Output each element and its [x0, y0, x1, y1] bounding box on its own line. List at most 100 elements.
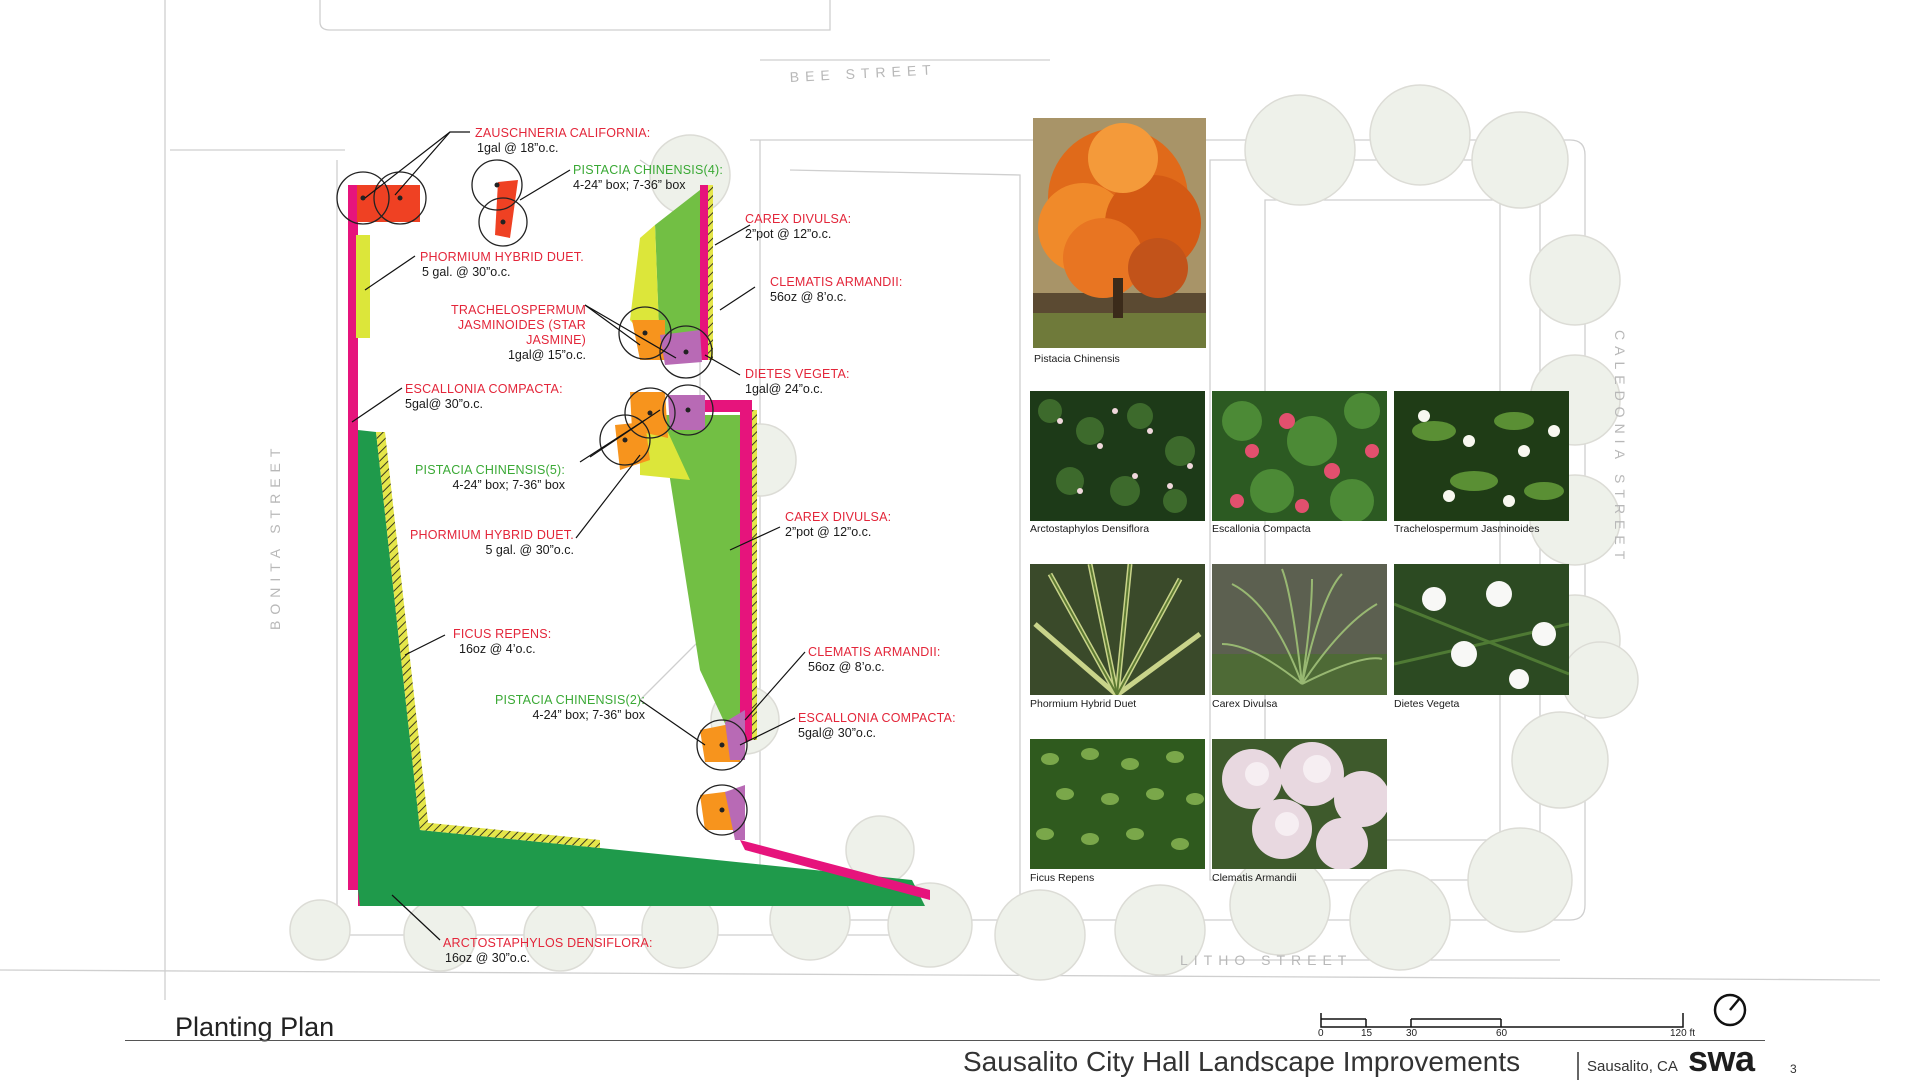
title-rule [125, 1040, 1765, 1041]
callout-spec: 5 gal. @ 30”o.c. [485, 543, 574, 557]
callout-phormium-2: PHORMIUM HYBRID DUET. 5 gal. @ 30”o.c. [410, 528, 574, 558]
callout-pistacia-4: PISTACIA CHINENSIS(4): 4-24” box; 7-36” … [573, 163, 723, 193]
photo-clematis [1212, 739, 1387, 869]
phormium-image [1030, 564, 1205, 695]
callout-arctostaphylos: ARCTOSTAPHYLOS DENSIFLORA: 16oz @ 30”o.c… [443, 936, 653, 966]
street-names: BEE STREET LITHO STREET BONITA STREET CA… [267, 61, 1628, 968]
bed-zauschneria-2 [495, 180, 518, 238]
caption-pistacia: Pistacia Chinensis [1034, 353, 1120, 365]
callout-spec: 5 gal. @ 30”o.c. [422, 265, 511, 279]
bed-east-strip-upper [700, 185, 708, 360]
callout-dietes: DIETES VEGETA: 1gal@ 24”o.c. [745, 367, 850, 397]
scale-tick-30: 30 [1406, 1028, 1418, 1039]
callout-name: CAREX DIVULSA: [745, 212, 852, 226]
street-west: BONITA STREET [267, 443, 283, 630]
bed-south-strip [740, 840, 930, 900]
scale-bar [1320, 1013, 1684, 1028]
callout-spec: 5gal@ 30”o.c. [405, 397, 484, 411]
callout-spec: 4-24” box; 7-36” box [452, 478, 566, 492]
bed-clematis-2 [725, 785, 745, 840]
callout-zauschneria: ZAUSCHNERIA CALIFORNIA: 1gal @ 18”o.c. [475, 126, 650, 156]
callout-escallonia-2: ESCALLONIA COMPACTA: 5gal@ 30”o.c. [798, 711, 956, 741]
leader-lines [351, 131, 806, 941]
callout-ficus: FICUS REPENS: 16oz @ 4’o.c. [453, 627, 551, 657]
plan-title: Planting Plan [175, 1012, 335, 1042]
photo-carex [1212, 564, 1387, 695]
project-title: Sausalito City Hall Landscape Improvemen… [963, 1046, 1521, 1077]
callout-escallonia-1: ESCALLONIA COMPACTA: 5gal@ 30”o.c. [405, 382, 563, 412]
footer-separator [1577, 1052, 1579, 1080]
callout-name: CAREX DIVULSA: [785, 510, 892, 524]
callout-name: ARCTOSTAPHYLOS DENSIFLORA: [443, 936, 653, 950]
callout-spec: 2”pot @ 12”o.c. [785, 525, 872, 539]
callout-spec: 2”pot @ 12”o.c. [745, 227, 832, 241]
callout-spec: 56oz @ 8’o.c. [770, 290, 847, 304]
callout-name: ESCALLONIA COMPACTA: [798, 711, 956, 725]
page-number: 3 [1790, 1062, 1797, 1076]
north-arrow-icon [1713, 993, 1747, 1027]
arctostaphylos-image [1030, 391, 1205, 521]
callout-spec: 56oz @ 8’o.c. [808, 660, 885, 674]
callout-clematis-1: CLEMATIS ARMANDII: 56oz @ 8’o.c. [770, 275, 903, 305]
callout-trachelospermum: TRACHELOSPERMUM JASMINOIDES (STAR JASMIN… [396, 303, 586, 363]
caption-ficus: Ficus Repens [1030, 872, 1095, 884]
bed-ficus-edge-south [420, 822, 600, 848]
bed-phormium-west [356, 235, 370, 338]
caption-carex: Carex Divulsa [1212, 698, 1278, 710]
bed-orange-1 [632, 320, 665, 360]
callout-phormium-1: PHORMIUM HYBRID DUET. 5 gal. @ 30”o.c. [420, 250, 584, 280]
caption-dietes: Dietes Vegeta [1394, 698, 1460, 710]
trachelospermum-image [1394, 391, 1569, 521]
callout-spec: 1gal @ 18”o.c. [477, 141, 559, 155]
callout-name: PHORMIUM HYBRID DUET. [420, 250, 584, 264]
bed-arctostaphylos [358, 430, 925, 906]
callout-clematis-2: CLEMATIS ARMANDII: 56oz @ 8’o.c. [808, 645, 941, 675]
callout-name: FICUS REPENS: [453, 627, 552, 641]
tree-symbols [336, 159, 748, 836]
callout-spec: 4-24” box; 7-36” box [573, 178, 686, 192]
callout-spec: 1gal@ 24”o.c. [745, 382, 824, 396]
dietes-image [1394, 564, 1569, 695]
callout-name: PHORMIUM HYBRID DUET. [410, 528, 574, 542]
bed-west-strip [348, 185, 358, 890]
photo-arctostaphylos [1030, 391, 1205, 521]
callout-spec: 5gal@ 30”o.c. [798, 726, 877, 740]
street-north: BEE STREET [789, 61, 937, 85]
callout-name: PISTACIA CHINENSIS(2): [495, 693, 646, 707]
callout-name: PISTACIA CHINENSIS(4): [573, 163, 724, 177]
callout-carex-2: CAREX DIVULSA: 2”pot @ 12”o.c. [785, 510, 891, 540]
callout-spec: 4-24” box; 7-36” box [532, 708, 646, 722]
callout-name: DIETES VEGETA: [745, 367, 850, 381]
pistacia-tree-image [1033, 118, 1206, 348]
caption-trachelospermum: Trachelospermum Jasminoides [1394, 523, 1540, 535]
street-east: CALEDONIA STREET [1612, 330, 1628, 565]
scale-tick-0: 0 [1318, 1028, 1324, 1039]
tree-centers [360, 182, 725, 813]
scale-tick-15: 15 [1361, 1028, 1373, 1039]
bed-carex-upper [655, 190, 700, 355]
callout-name: PISTACIA CHINENSIS(5): [415, 463, 566, 477]
callout-carex-1: CAREX DIVULSA: 2”pot @ 12”o.c. [745, 212, 851, 242]
project-location: Sausalito, CA [1587, 1058, 1678, 1075]
callout-pistacia-2: PISTACIA CHINENSIS(2): 4-24” box; 7-36” … [495, 693, 645, 723]
callout-spec: 1gal@ 15”o.c. [507, 348, 586, 362]
callout-name: CLEMATIS ARMANDII: [770, 275, 903, 289]
photo-escallonia [1212, 391, 1387, 521]
caption-arctostaphylos: Arctostaphylos Densiflora [1030, 523, 1150, 535]
street-south: LITHO STREET [1180, 952, 1352, 968]
carex-image [1212, 564, 1387, 695]
callout-spec: 16oz @ 4’o.c. [459, 642, 536, 656]
bed-clematis-1 [725, 710, 745, 760]
clematis-image [1212, 739, 1387, 869]
callout-name: ESCALLONIA COMPACTA: [405, 382, 563, 396]
scale-tick-60: 60 [1496, 1028, 1508, 1039]
callout-spec: 16oz @ 30”o.c. [445, 951, 530, 965]
bed-ficus-edge [376, 432, 428, 830]
photo-phormium [1030, 564, 1205, 695]
escallonia-image [1212, 391, 1387, 521]
callout-name: CLEMATIS ARMANDII: [808, 645, 941, 659]
photo-pistacia [1033, 118, 1206, 348]
callout-name: TRACHELOSPERMUM JASMINOIDES (STAR JASMIN… [451, 303, 586, 347]
